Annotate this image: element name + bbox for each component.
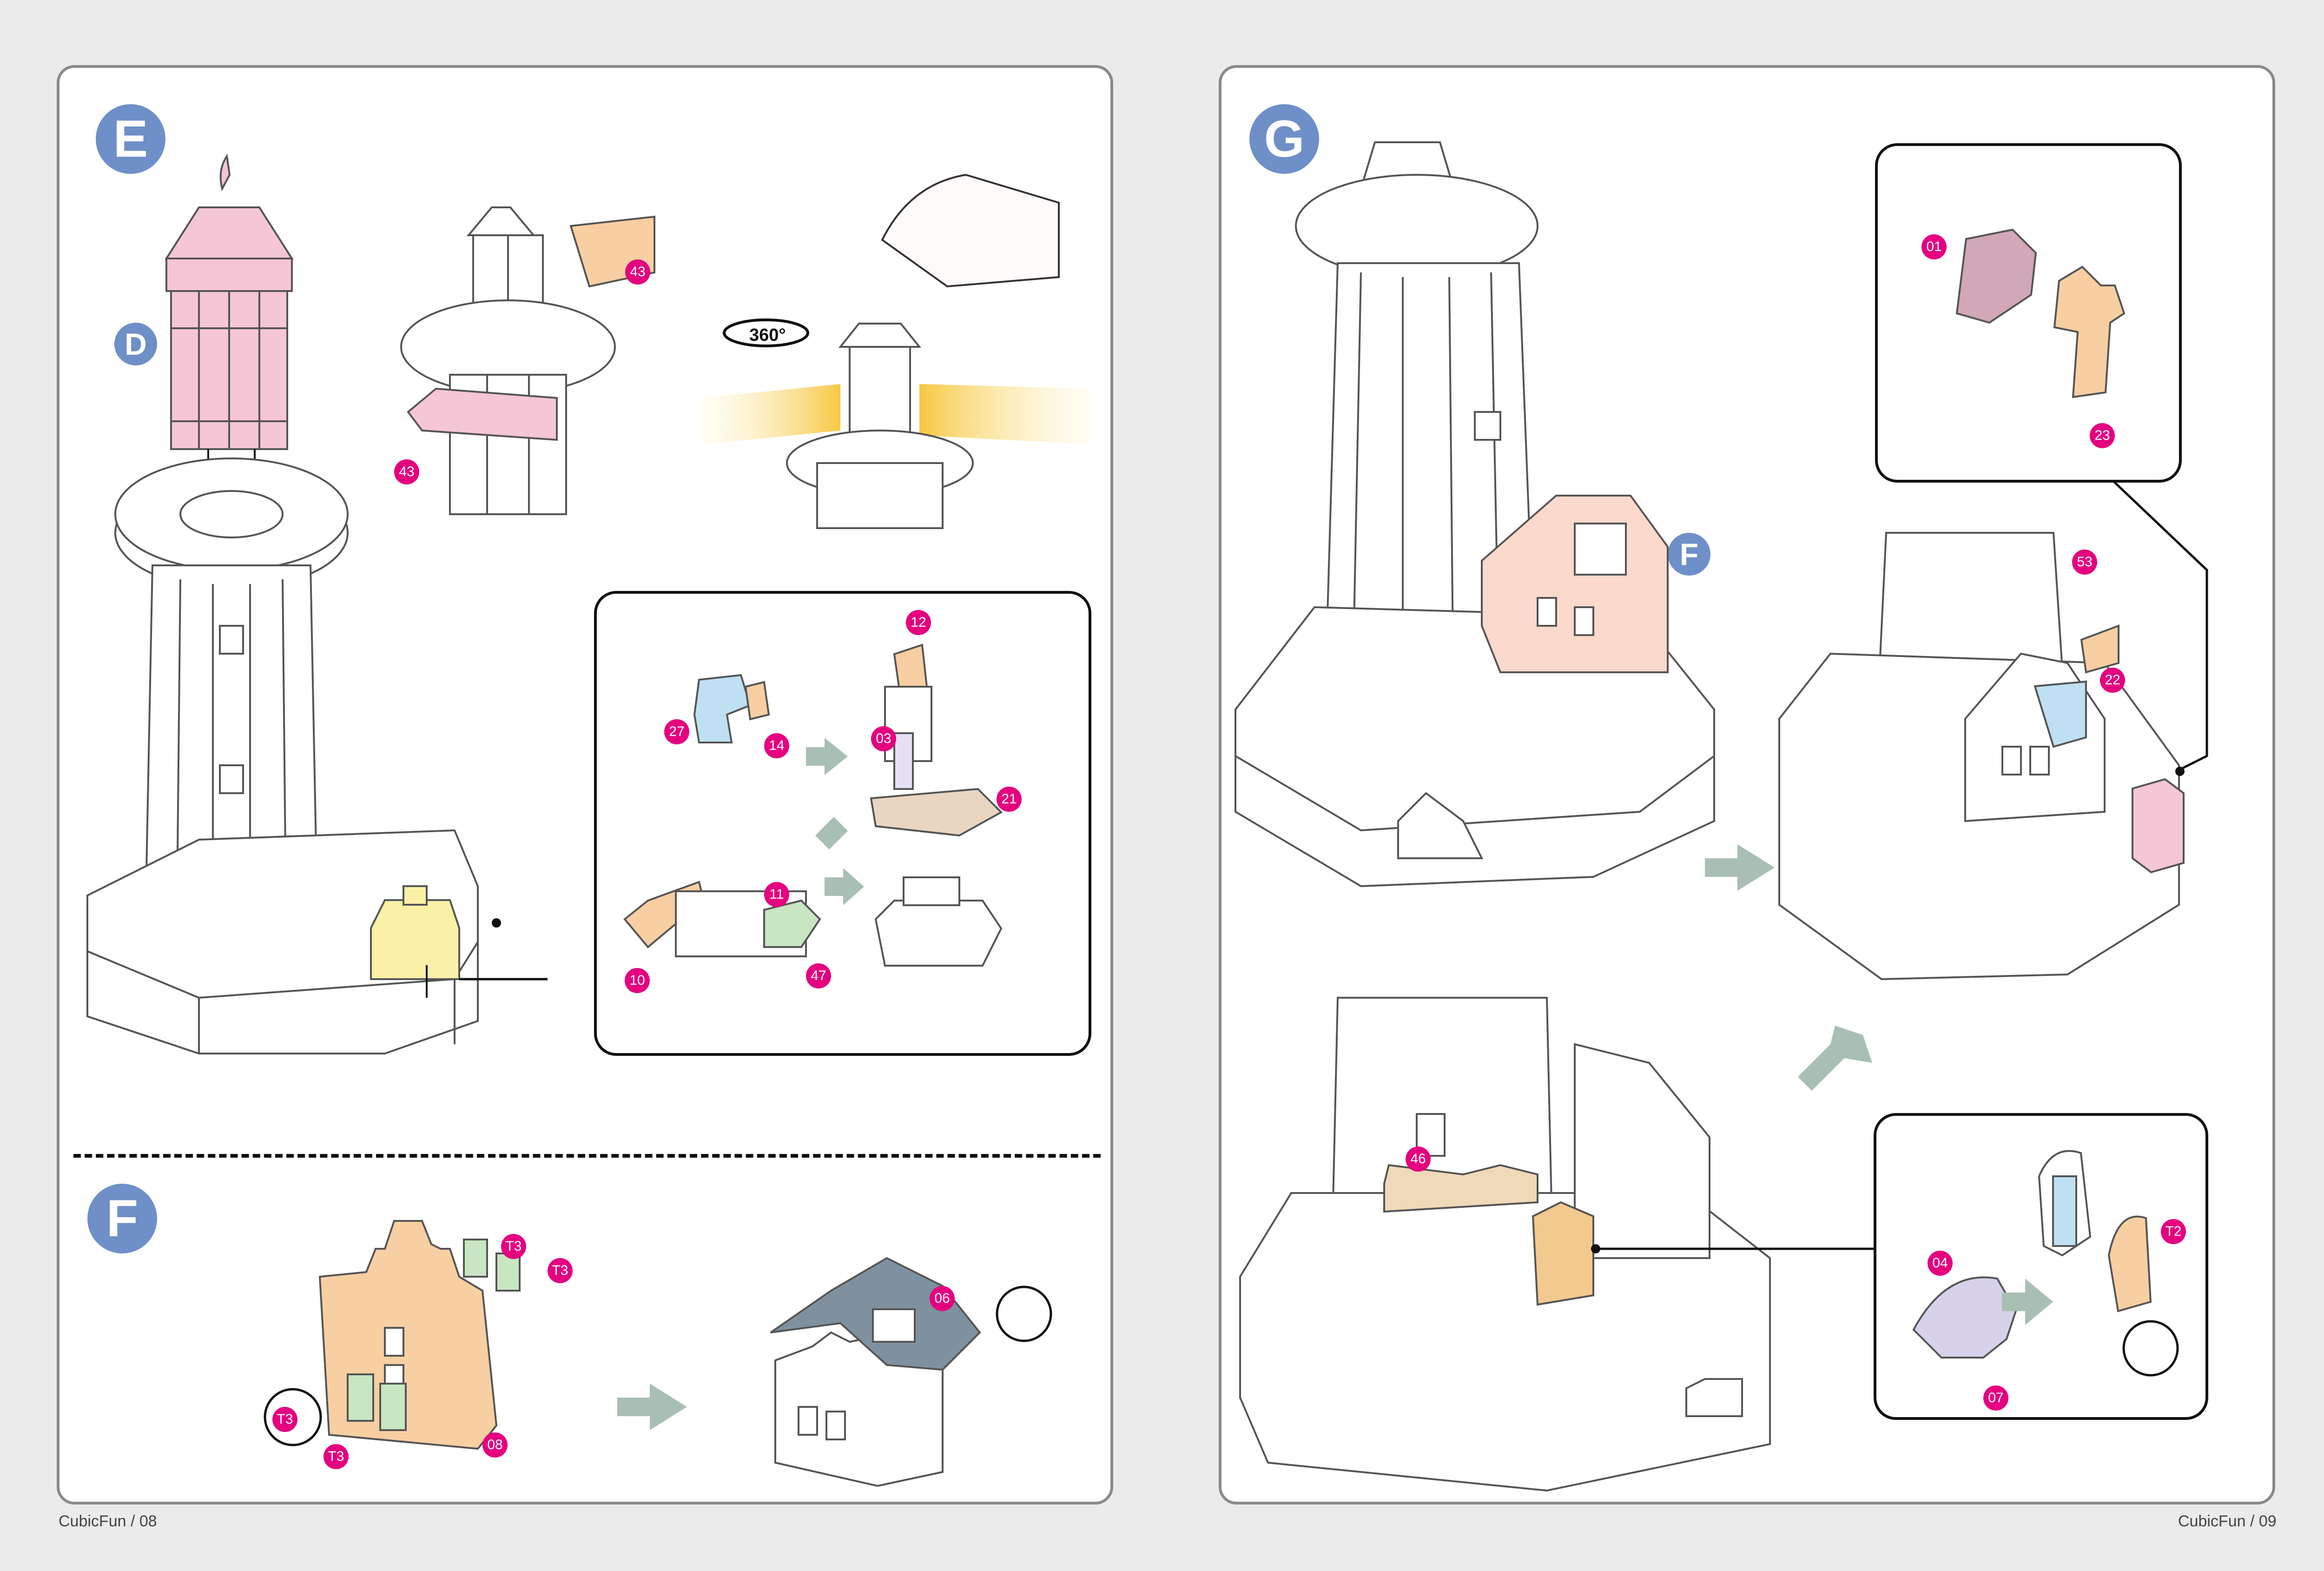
part-number-01: 01 [1921,234,1947,259]
part-number-t3-d: T3 [324,1444,349,1469]
part-number-10: 10 [625,968,650,993]
part-number-04: 04 [1928,1251,1953,1276]
part-number-t3-c: T3 [272,1407,297,1432]
part-number-23: 23 [2090,423,2115,448]
footer-right: CubicFun / 09 [2178,1512,2277,1530]
rotation-light-illustration [701,173,1091,529]
side-door-diagram [1955,228,2126,398]
part-number-11: 11 [764,882,789,907]
section-divider [73,1154,1101,1158]
railing-assembly-illustration [400,206,655,515]
page-right-panel: G F [1219,65,2275,1505]
part-number-07: 07 [1983,1385,2008,1411]
lighthouse-with-house-illustration [1235,141,2208,1492]
part-number-03: 03 [871,726,896,751]
sub-ref-f-badge: F [1668,533,1710,576]
part-number-12: 12 [906,610,931,635]
step-g-badge: G [1249,104,1319,174]
boat-assembly-callout: 12 27 14 03 21 11 10 47 [594,591,1091,1056]
boat-assembly-diagram [623,643,1003,967]
part-number-t2: T2 [2161,1219,2186,1244]
part-number-46: 46 [1406,1147,1431,1172]
rotation-label: 360° [749,325,786,345]
side-door-callout: 01 23 [1875,143,2182,483]
step-f-badge: F [87,1184,157,1253]
page-left-panel: E D [57,65,1113,1505]
part-number-22: 22 [2100,668,2125,693]
step-e-badge: E [96,104,165,174]
arch-door-callout: 04 07 T2 [1874,1113,2208,1420]
part-number-t3-b: T3 [548,1258,573,1283]
part-number-08: 08 [482,1432,508,1458]
part-number-43-bottom: 43 [394,459,419,484]
part-number-27: 27 [664,719,689,744]
part-number-06: 06 [930,1286,955,1311]
part-number-43-top: 43 [625,259,650,285]
sub-ref-d-badge: D [114,323,157,365]
footer-left: CubicFun / 08 [59,1512,157,1530]
part-number-47: 47 [806,963,831,988]
part-number-14: 14 [764,733,789,758]
part-number-t3-a: T3 [501,1234,526,1259]
lighthouse-main-illustration [86,153,548,1054]
arch-door-diagram [1912,1150,2179,1377]
part-number-53: 53 [2072,550,2097,575]
house-assembly-illustration [264,1220,1052,1487]
part-number-21: 21 [997,787,1022,812]
